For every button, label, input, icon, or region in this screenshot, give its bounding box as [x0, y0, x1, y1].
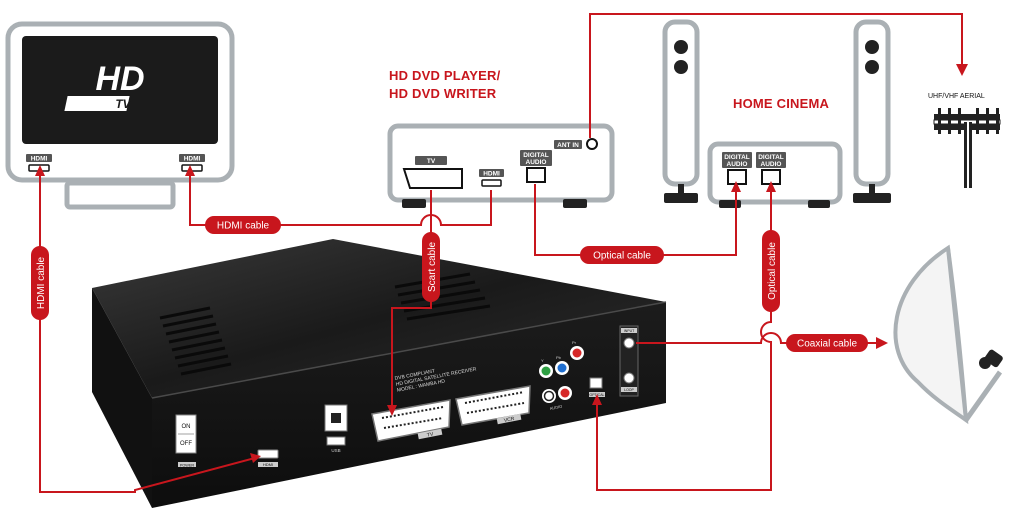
rca-audio-label: AUDIO — [549, 404, 562, 411]
hc-digital-a-label-2: AUDIO — [727, 161, 748, 168]
receiver-vents-left — [159, 306, 232, 376]
speaker-right-driver-2 — [865, 60, 879, 74]
rca-pb-label: Pb — [556, 355, 562, 360]
svg-text:HDMI cable: HDMI cable — [217, 221, 270, 232]
tv-stand — [64, 180, 176, 210]
tv-hdmi-left-label: HDMI — [31, 156, 48, 163]
receiver-left-side — [92, 288, 152, 508]
receiver-back-panel — [152, 302, 666, 508]
cable-label-optical-horizontal: Optical cable — [580, 246, 664, 264]
speaker-right-driver-1 — [865, 40, 879, 54]
dvd-ant-label: ANT IN — [557, 142, 579, 149]
dvd-digital-label-1: DIGITAL — [523, 152, 549, 159]
svg-text:HDMI cable: HDMI cable — [36, 256, 47, 309]
svg-text:Optical cable: Optical cable — [593, 251, 651, 262]
speaker-left-driver-2 — [674, 60, 688, 74]
tv-screen — [22, 36, 218, 144]
home-cinema: DIGITAL AUDIO DIGITAL AUDIO — [662, 19, 891, 208]
receiver-hdmi-label: HDMI — [263, 462, 273, 467]
dvd-hdmi-label: HDMI — [483, 171, 500, 178]
tv-logo-bar — [64, 96, 130, 111]
dvd-scart-port — [402, 168, 463, 189]
speaker-right-base — [853, 193, 891, 203]
hc-digital-b-tag — [756, 152, 786, 168]
cable-label-coaxial: Coaxial cable — [786, 334, 868, 352]
tv-hdmi-right-label: HDMI — [184, 156, 201, 163]
speaker-left-driver-1 — [674, 40, 688, 54]
receiver-top — [92, 239, 666, 398]
dvd-ant-port — [586, 138, 598, 150]
cable-hdmi-tv-receiver — [39, 172, 256, 493]
receiver-loop-port — [623, 372, 635, 384]
receiver-optical-port — [589, 377, 603, 389]
cable-arrows — [35, 64, 968, 463]
switch-on-label: ON — [182, 424, 191, 430]
rca-audio-l — [543, 390, 555, 402]
satellite-dish — [893, 244, 1003, 425]
rca-pr — [572, 348, 582, 358]
hc-optical-port-a — [727, 169, 747, 185]
speaker-left-base — [664, 193, 698, 203]
cable-coaxial — [636, 332, 878, 344]
tv-logo-sub: TV — [115, 97, 131, 111]
switch-off-label: OFF — [180, 441, 192, 447]
svg-text:Coaxial cable: Coaxial cable — [797, 339, 857, 350]
hd-dvd-player: TV HDMI DIGITAL AUDIO ANT IN — [387, 123, 615, 208]
receiver-input-label: INPUT — [624, 329, 635, 333]
dvd-title-line1: HD DVD PLAYER/ — [389, 68, 501, 83]
satellite-receiver: ON OFF POWER HDMI USB DVB COMPLIANT HD D… — [92, 239, 667, 508]
svg-text:Scart cable: Scart cable — [427, 242, 438, 292]
dvd-ant-tag — [554, 140, 582, 149]
cable-aerial — [589, 13, 963, 138]
uhf-vhf-aerial — [933, 108, 1001, 188]
receiver-hdmi-port — [257, 449, 279, 459]
dvd-hdmi-port — [481, 179, 502, 187]
dvd-optical-port — [526, 167, 546, 183]
receiver-usb-label: USB — [331, 448, 340, 453]
dvd-title-line2: HD DVD WRITER — [389, 86, 497, 101]
cable-optical-receiver-hc — [596, 186, 772, 491]
dvd-hdmi-tag — [479, 169, 504, 177]
rca-y — [541, 366, 551, 376]
dvd-tv-tag — [415, 156, 447, 165]
receiver-scart-tv-label: TV — [426, 431, 434, 438]
receiver-scart-vcr-label: VCR — [503, 416, 515, 424]
cable-label-hdmi-vertical: HDMI cable — [31, 246, 49, 320]
receiver-usb-port — [326, 436, 346, 446]
receiver-tuner-panel — [619, 325, 639, 397]
receiver-input-port — [623, 337, 635, 349]
aerial-label: UHF/VHF AERIAL — [928, 93, 985, 100]
cable-label-scart: Scart cable — [422, 232, 440, 302]
rca-y-label: Y — [541, 358, 544, 363]
hc-digital-b-label-2: AUDIO — [761, 161, 782, 168]
dvd-digital-tag — [520, 150, 552, 166]
power-label: POWER — [180, 463, 195, 467]
hc-digital-b-label-1: DIGITAL — [758, 154, 784, 161]
rca-pr-label: Pr — [572, 340, 577, 345]
dvd-tv-label: TV — [427, 158, 436, 165]
tv-hdmi-right-tag — [179, 154, 205, 162]
hd-tv: HD TV HDMI HDMI — [5, 21, 235, 210]
receiver-loop-label: LOOP — [624, 388, 634, 392]
cable-label-optical-vertical: Optical cable — [762, 230, 780, 312]
hc-digital-a-label-1: DIGITAL — [724, 154, 750, 161]
hc-digital-a-tag — [722, 152, 752, 168]
tv-hdmi-left-tag — [26, 154, 52, 162]
rca-audio-r — [560, 388, 570, 398]
svg-text:Optical cable: Optical cable — [767, 242, 778, 300]
cable-label-hdmi-horizontal: HDMI cable — [205, 216, 281, 234]
home-cinema-title: HOME CINEMA — [733, 96, 830, 111]
dvd-digital-label-2: AUDIO — [526, 159, 547, 166]
rca-pb — [557, 363, 567, 373]
receiver-scart-vcr — [455, 385, 531, 426]
dvd-foot-right — [563, 199, 587, 208]
tv-logo-main: HD — [95, 60, 144, 98]
dvd-foot-left — [402, 199, 426, 208]
